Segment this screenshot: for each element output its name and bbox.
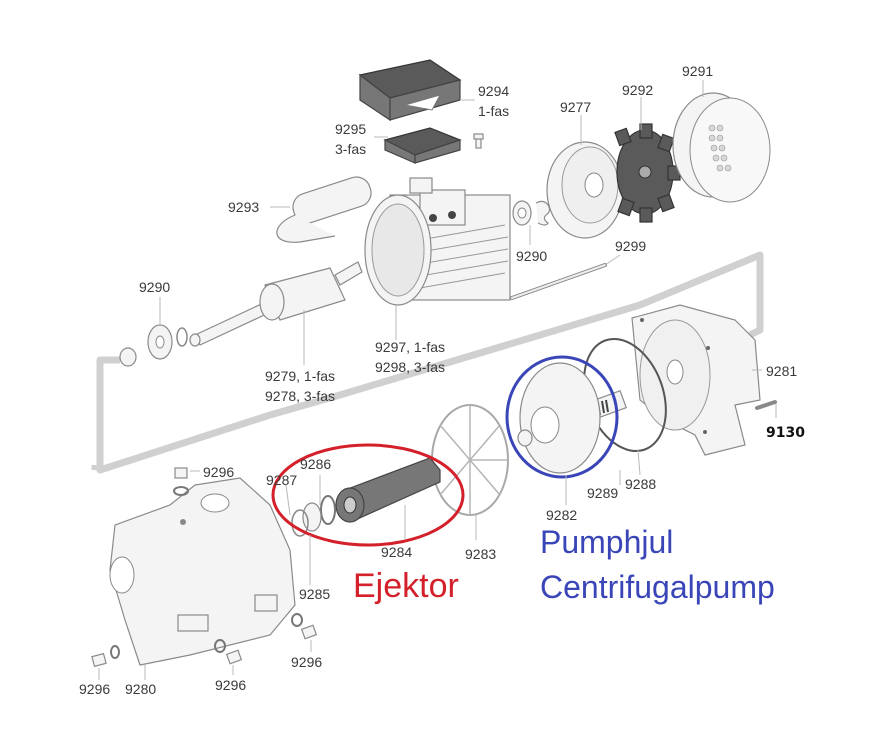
label-9278: 9278, 3-fas <box>265 388 335 404</box>
assembly-path-band <box>96 251 764 474</box>
drain-plug-part-top <box>173 467 189 496</box>
label-9299: 9299 <box>615 238 646 254</box>
ejector-highlight-ellipse <box>271 443 465 547</box>
label-9297: 9297, 1-fas <box>375 339 445 355</box>
drain-plug-part-right <box>291 613 318 640</box>
impeller-part <box>517 362 601 474</box>
ejector-part <box>291 457 441 537</box>
label-9130: 9130 <box>766 425 805 441</box>
label-9286: 9286 <box>300 456 331 472</box>
pump-housing-part <box>631 304 761 456</box>
impeller-annotation-line1: Pumphjul <box>540 524 673 560</box>
bearing-part-left <box>119 324 188 367</box>
label-9296-top: 9296 <box>203 464 234 480</box>
label-9291: 9291 <box>682 63 713 79</box>
label-9295: 9295 <box>335 121 366 137</box>
capacitor-part <box>276 176 372 243</box>
label-9285: 9285 <box>299 586 330 602</box>
bearing-part-right <box>512 200 551 226</box>
label-9280: 9280 <box>125 681 156 697</box>
label-9295-sub: 3-fas <box>335 141 366 157</box>
label-9296-right: 9296 <box>291 654 322 670</box>
rotor-shaft-part <box>189 261 363 347</box>
label-9282: 9282 <box>546 507 577 523</box>
motor-housing-part <box>364 177 511 306</box>
housing-screw-part <box>755 400 777 410</box>
impeller-highlight-ellipse <box>505 355 619 479</box>
tie-rod-part <box>510 263 607 300</box>
impeller-annotation-line2: Centrifugalpump <box>540 569 775 605</box>
terminal-gasket-part <box>383 127 462 164</box>
label-9277: 9277 <box>560 99 591 115</box>
label-9296-left: 9296 <box>79 681 110 697</box>
cooling-fan-part <box>614 123 681 223</box>
label-9289: 9289 <box>587 485 618 501</box>
label-9292: 9292 <box>622 82 653 98</box>
fan-cover-part <box>672 92 771 203</box>
drain-plug-part-mid <box>214 639 243 665</box>
label-9298: 9298, 3-fas <box>375 359 445 375</box>
leader-lines <box>98 80 777 680</box>
label-9279: 9279, 1-fas <box>265 368 335 384</box>
label-9287: 9287 <box>266 472 297 488</box>
terminal-box-cover-part <box>358 59 462 122</box>
pump-body-part <box>109 477 296 666</box>
label-9290-left: 9290 <box>139 279 170 295</box>
label-9288: 9288 <box>625 476 656 492</box>
label-9284: 9284 <box>381 544 412 560</box>
label-9294: 9294 <box>478 83 509 99</box>
label-9294-sub: 1-fas <box>478 103 509 119</box>
label-9281: 9281 <box>766 363 797 379</box>
label-9293: 9293 <box>228 199 259 215</box>
label-9283: 9283 <box>465 546 496 562</box>
ejector-annotation: Ejektor <box>353 567 459 605</box>
label-9296-mid: 9296 <box>215 677 246 693</box>
end-shield-part <box>546 141 624 239</box>
label-9290-right: 9290 <box>516 248 547 264</box>
terminal-screw-part <box>473 133 484 149</box>
drain-plug-part-left <box>91 645 120 668</box>
diffuser-part <box>431 404 509 516</box>
